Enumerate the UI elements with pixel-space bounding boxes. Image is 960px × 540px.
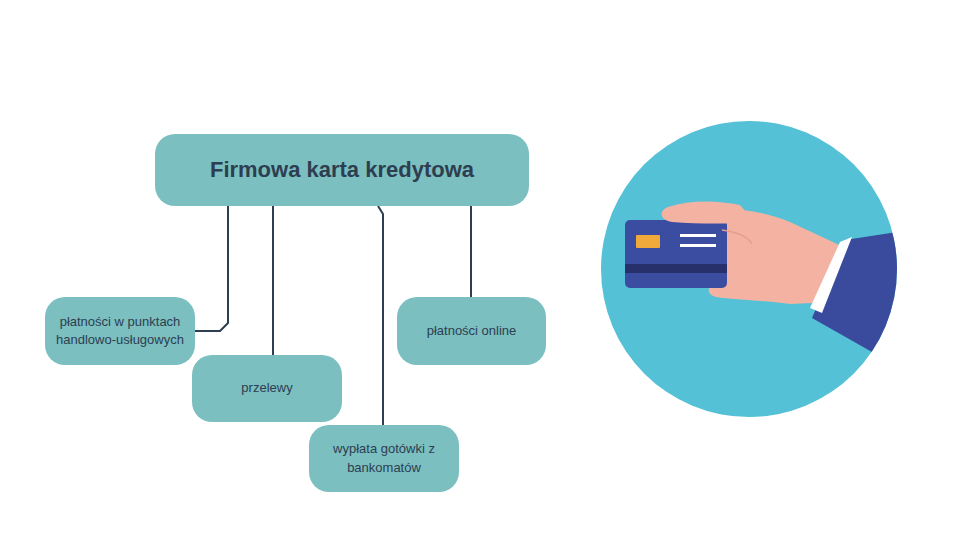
hand-crease: [722, 230, 752, 244]
card-chip: [636, 235, 660, 248]
card-stripe: [625, 264, 727, 273]
node-label: płatności w punktach handlowo-usługowych: [55, 313, 185, 349]
connector-line: [272, 206, 274, 355]
connector-line: [470, 206, 472, 297]
feature-box: płatności w punktach handlowo-usługowych: [45, 297, 195, 365]
credit-card: [625, 220, 727, 288]
connector-line: [195, 206, 228, 331]
node-label: wypłata gotówki z bankomatów: [319, 440, 449, 476]
main-box: Firmowa karta kredytowa: [155, 134, 529, 206]
card-line: [680, 244, 716, 247]
node-label: Firmowa karta kredytowa: [210, 157, 474, 183]
hand-thumb: [662, 201, 755, 223]
feature-box: płatności online: [397, 297, 546, 365]
feature-box: wypłata gotówki z bankomatów: [309, 425, 459, 492]
connector-line: [378, 206, 383, 425]
node-label: płatności online: [427, 322, 517, 340]
node-label: przelewy: [241, 379, 292, 397]
sleeve-cuff: [810, 237, 852, 313]
feature-box: przelewy: [192, 355, 342, 422]
card-line: [680, 234, 716, 237]
